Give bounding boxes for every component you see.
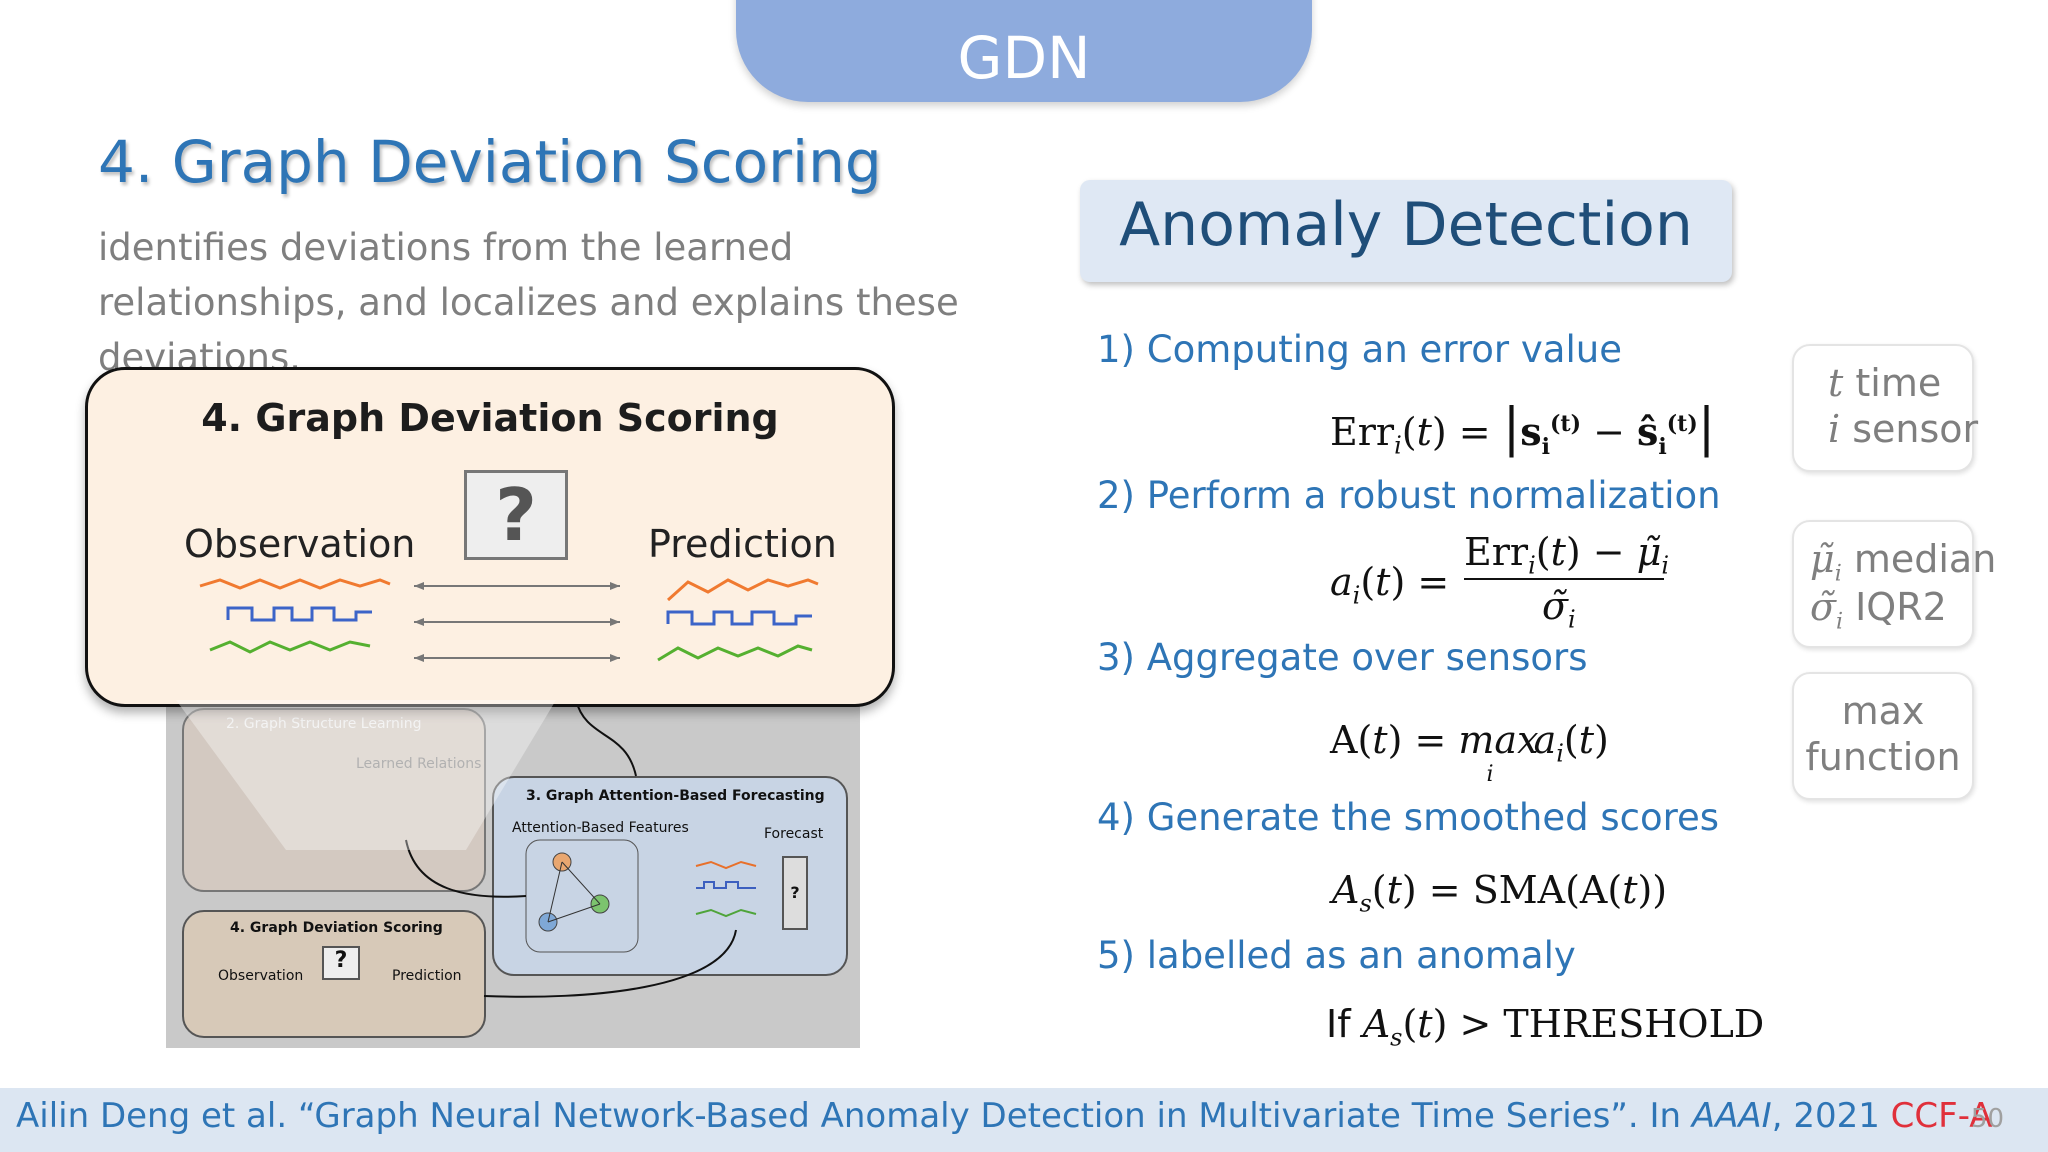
zoom-title: 4. Graph Deviation Scoring [201,396,779,440]
observation-blue-signal [226,606,372,622]
attention-features-label: Attention-Based Features [512,820,689,836]
flow-arrow-to-forecast [405,839,527,898]
page-number: 50 [1970,1104,2004,1134]
sma-label: SMA [1472,868,1566,912]
arrow-head-left-2 [414,618,424,626]
prediction-label: Prediction [648,522,837,566]
forecast-title: 3. Graph Attention-Based Forecasting [526,788,825,804]
edge-z3-z2 [547,903,601,923]
forecast-question-box: ? [782,856,808,930]
flow-arrow-back [483,929,737,998]
i-label: sensor [1852,407,1979,451]
arrow-head-right-1 [610,582,620,590]
question-box: ? [464,470,568,560]
small-question-box: ? [322,946,360,980]
note-median-iqr: μ̃i median σ̃i IQR2 [1792,520,1996,648]
max-line-2: function [1805,735,1961,779]
small-observation-label: Observation [218,968,304,984]
title-tab [736,0,1312,102]
zoom-signals [199,578,819,662]
citation-rank: CCF-A [1890,1096,1993,1136]
prediction-blue-signal [666,610,812,626]
tab-title: GDN [957,24,1091,92]
section-subtitle: identifies deviations from the learned r… [98,226,959,379]
observation-label: Observation [184,522,416,566]
step-1: 1) Computing an error value [1097,328,1622,371]
edge-z1-z3 [547,861,563,923]
gsl-box [182,708,486,892]
t-symbol: t [1828,361,1844,405]
prediction-orange-signal [666,578,819,602]
if-label: If [1326,1002,1351,1046]
architecture-diagram: 2. Graph Structure Learning Learned Rela… [166,700,860,1048]
edge-z1-z2 [561,861,601,905]
step-5: 5) labelled as an anomaly [1097,934,1576,977]
arrow-head-right-2 [610,618,620,626]
observation-orange-signal [199,578,391,590]
anomaly-title-box [1080,180,1732,282]
sigma-symbol: σ̃i [1810,585,1843,635]
step-3: 3) Aggregate over sensors [1097,636,1588,679]
observation-green-signal [209,640,371,654]
note-time-sensor: t time i sensor [1792,344,1978,472]
note-max-function: max function [1792,672,1974,800]
formula-threshold: If As(t) > THRESHOLD [1326,1002,1765,1052]
threshold-label: THRESHOLD [1503,1002,1765,1046]
formula-aggregate: A(t) = maxiai(t) [1330,718,1609,787]
step-2: 2) Perform a robust normalization [1097,474,1721,517]
footer-bar [0,1088,2048,1152]
learned-relations-label: Learned Relations [356,756,481,772]
arrow-head-left-3 [414,654,424,662]
formula-smoothed: As(t) = SMA(A(t)) [1332,868,1668,918]
forecast-green [695,908,757,918]
i-symbol: i [1828,407,1841,451]
flow-arrow-down [575,700,637,777]
arrow-head-left-1 [414,582,424,590]
prediction-green-signal [657,644,813,662]
gsl-title: 2. Graph Structure Learning [226,716,422,732]
mu-symbol: μ̃i [1810,537,1842,587]
mu-label: median [1853,537,1997,581]
small-prediction-label: Prediction [392,968,462,984]
forecast-blue [696,881,756,889]
t-label: time [1855,361,1942,405]
anomaly-title: Anomaly Detection [1119,190,1693,260]
sigma-label: IQR2 [1855,585,1947,629]
citation-venue: AAAI [1691,1096,1772,1136]
citation-authors: Ailin Deng et al. “Graph Neural Network-… [16,1096,1692,1136]
zoom-callout: 4. Graph Deviation Scoring ? Observation… [85,367,895,707]
citation: Ailin Deng et al. “Graph Neural Network-… [16,1096,1993,1136]
max-line-1: max [1841,689,1925,733]
step-4: 4) Generate the smoothed scores [1097,796,1720,839]
callout-wedge [176,700,556,850]
deviation-title: 4. Graph Deviation Scoring [230,920,443,936]
formula-error: Erri(t) = |si(t) − ŝi(t)| [1330,398,1716,460]
section-heading: 4. Graph Deviation Scoring [98,128,882,196]
forecast-label: Forecast [764,826,824,842]
arrow-head-right-3 [610,654,620,662]
forecast-orange [695,860,757,870]
diagram-graphics [405,700,757,998]
citation-year: , 2021 [1771,1096,1891,1136]
